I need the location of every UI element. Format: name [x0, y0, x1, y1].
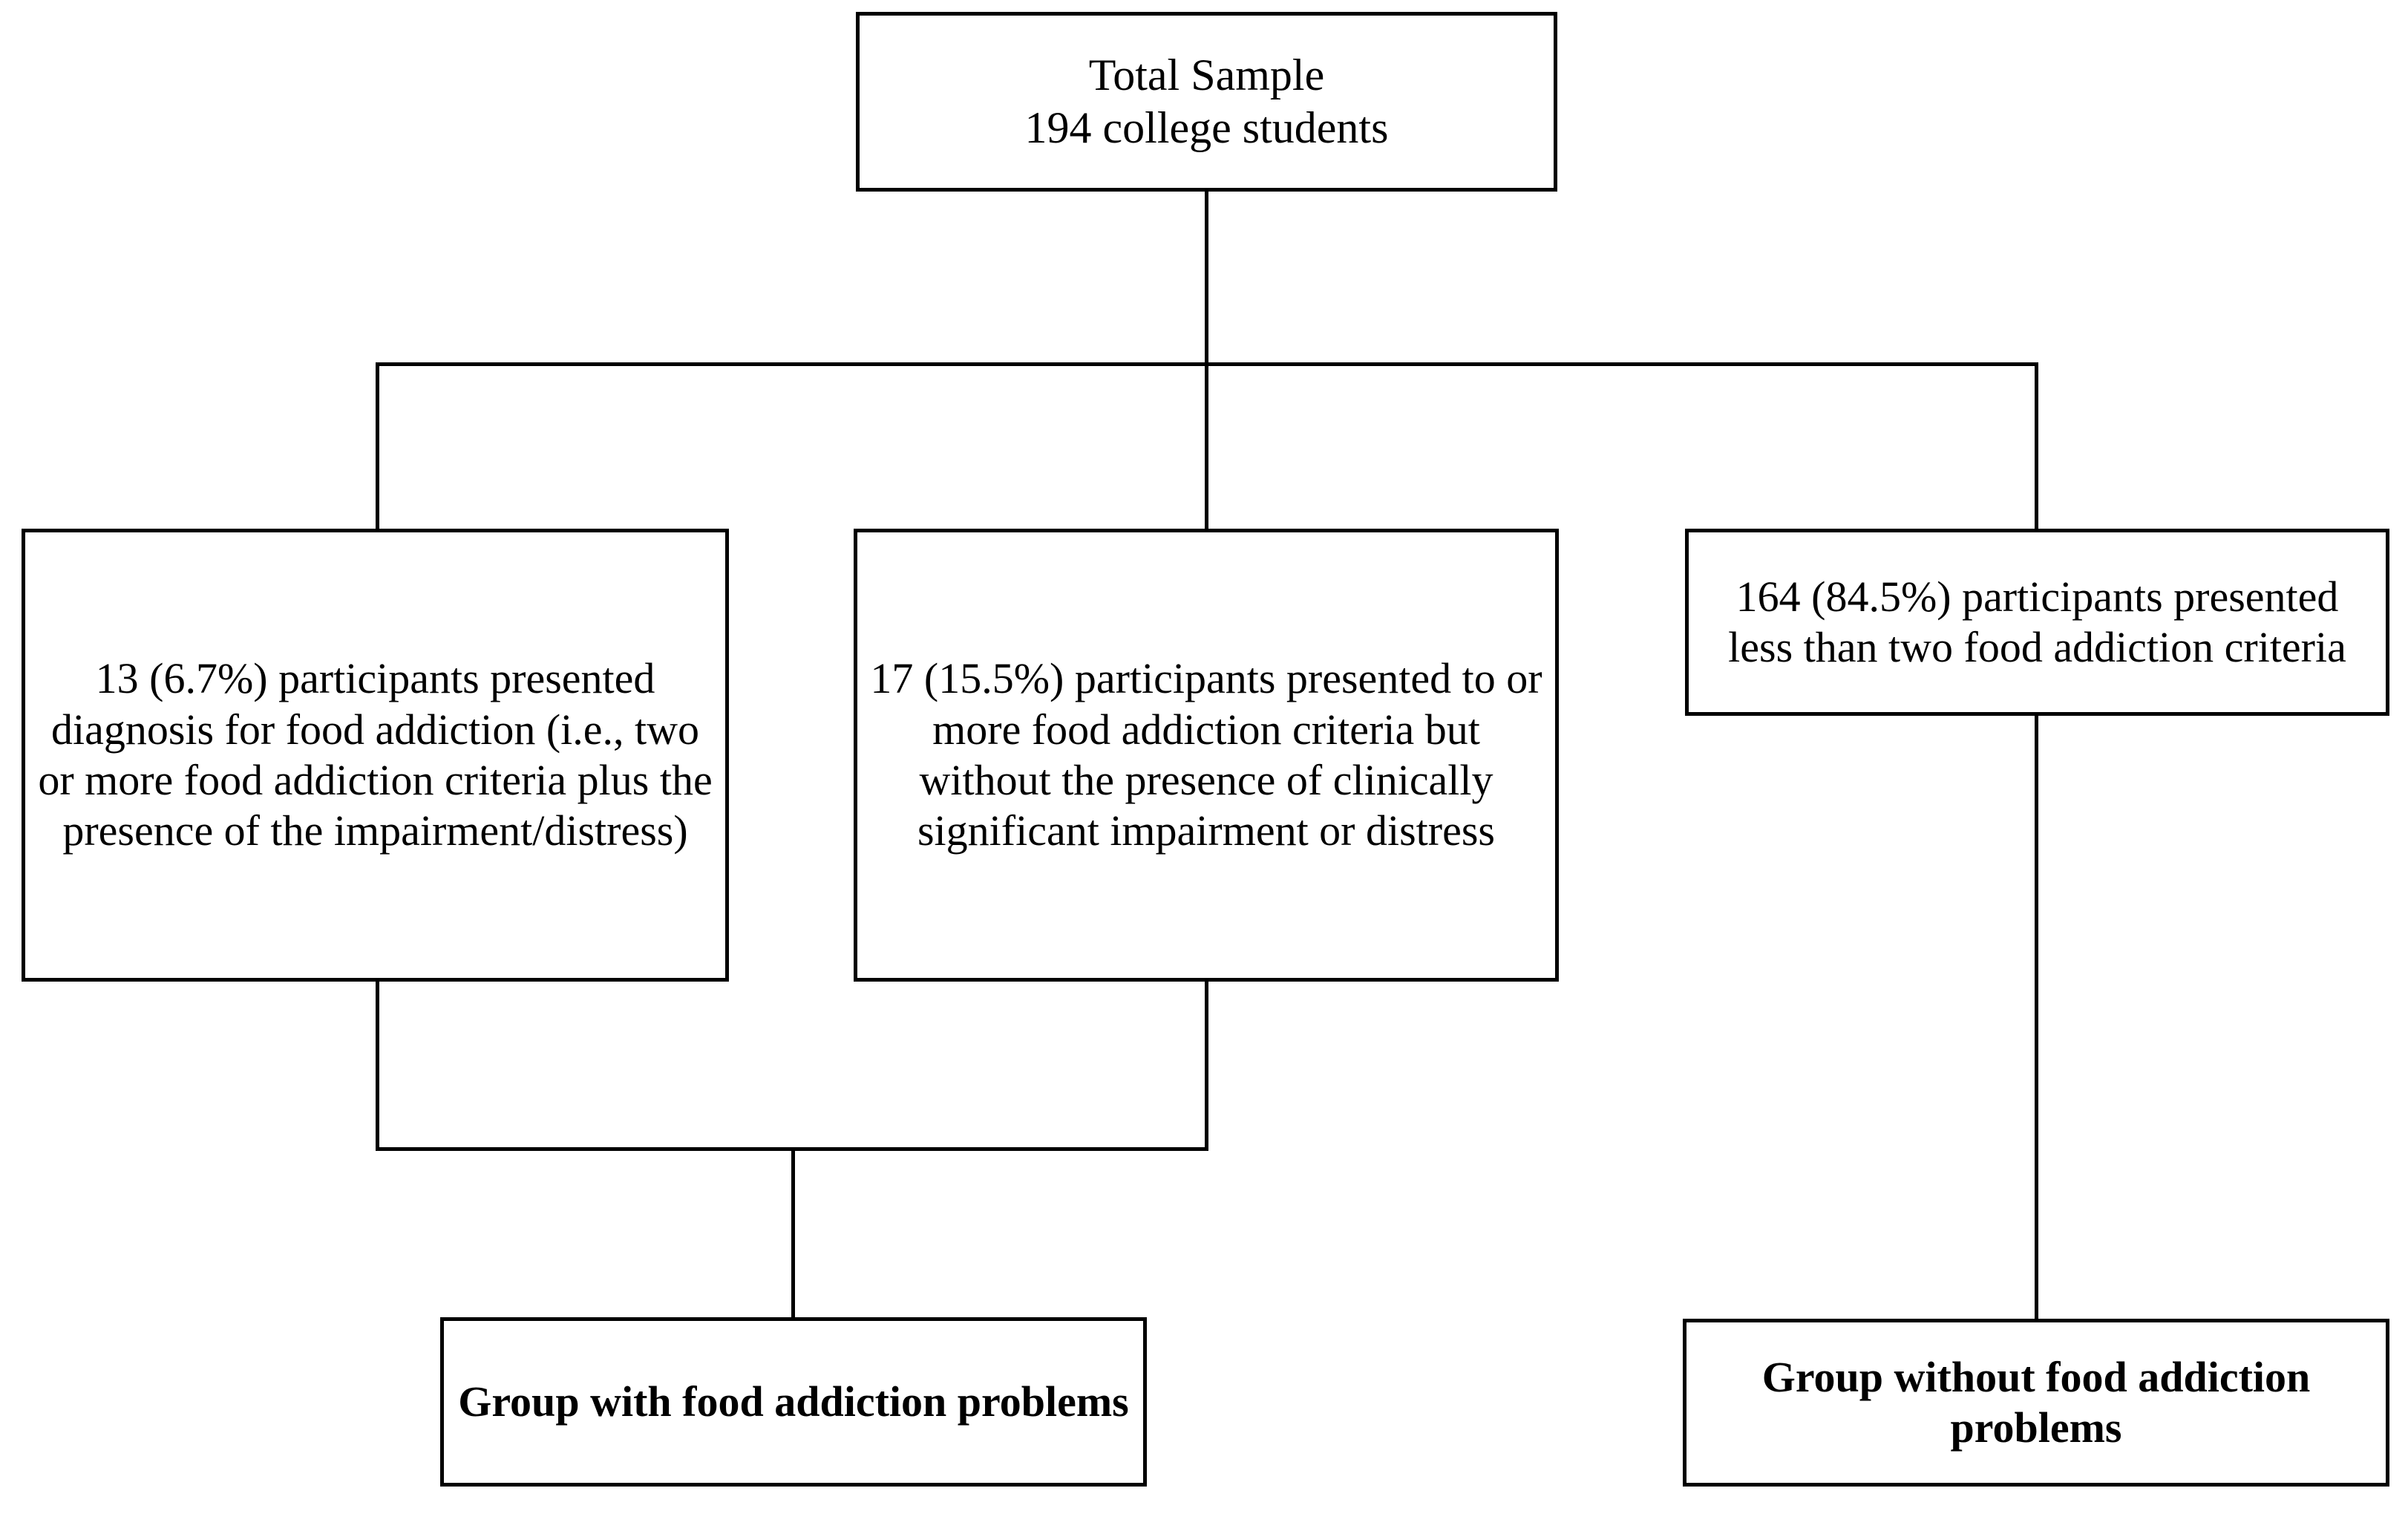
node-below-criteria-label: 164 (84.5%) participants presented less …: [1728, 572, 2346, 671]
connector-merge-to-group-with: [791, 1147, 795, 1319]
connector-subclinical-to-merge: [1205, 979, 1208, 1151]
node-group-without-label: Group without food addiction problems: [1761, 1352, 2311, 1452]
node-total-sample: Total Sample 194 college students: [856, 12, 1557, 192]
connector-total-sample-stem: [1205, 190, 1208, 365]
node-subclinical: 17 (15.5%) participants presented to or …: [854, 529, 1559, 982]
node-group-with-food-addiction-problems: Group with food addiction problems: [440, 1317, 1147, 1487]
node-total-sample-label: Total Sample 194 college students: [1024, 50, 1389, 152]
node-group-without-food-addiction-problems: Group without food addiction problems: [1683, 1319, 2389, 1487]
connector-drop-to-diagnosis: [376, 362, 379, 532]
connector-diagnosis-to-merge: [376, 979, 379, 1151]
node-subclinical-label: 17 (15.5%) participants presented to or …: [870, 654, 1542, 855]
node-diagnosis-label: 13 (6.7%) participants presented diagnos…: [38, 654, 713, 855]
connector-below-criteria-to-group-without: [2035, 713, 2038, 1320]
connector-drop-to-subclinical: [1205, 362, 1208, 532]
node-group-with-label: Group with food addiction problems: [458, 1377, 1129, 1426]
connector-drop-to-below-criteria: [2035, 362, 2038, 532]
node-below-criteria: 164 (84.5%) participants presented less …: [1685, 529, 2389, 716]
node-diagnosis: 13 (6.7%) participants presented diagnos…: [22, 529, 729, 982]
